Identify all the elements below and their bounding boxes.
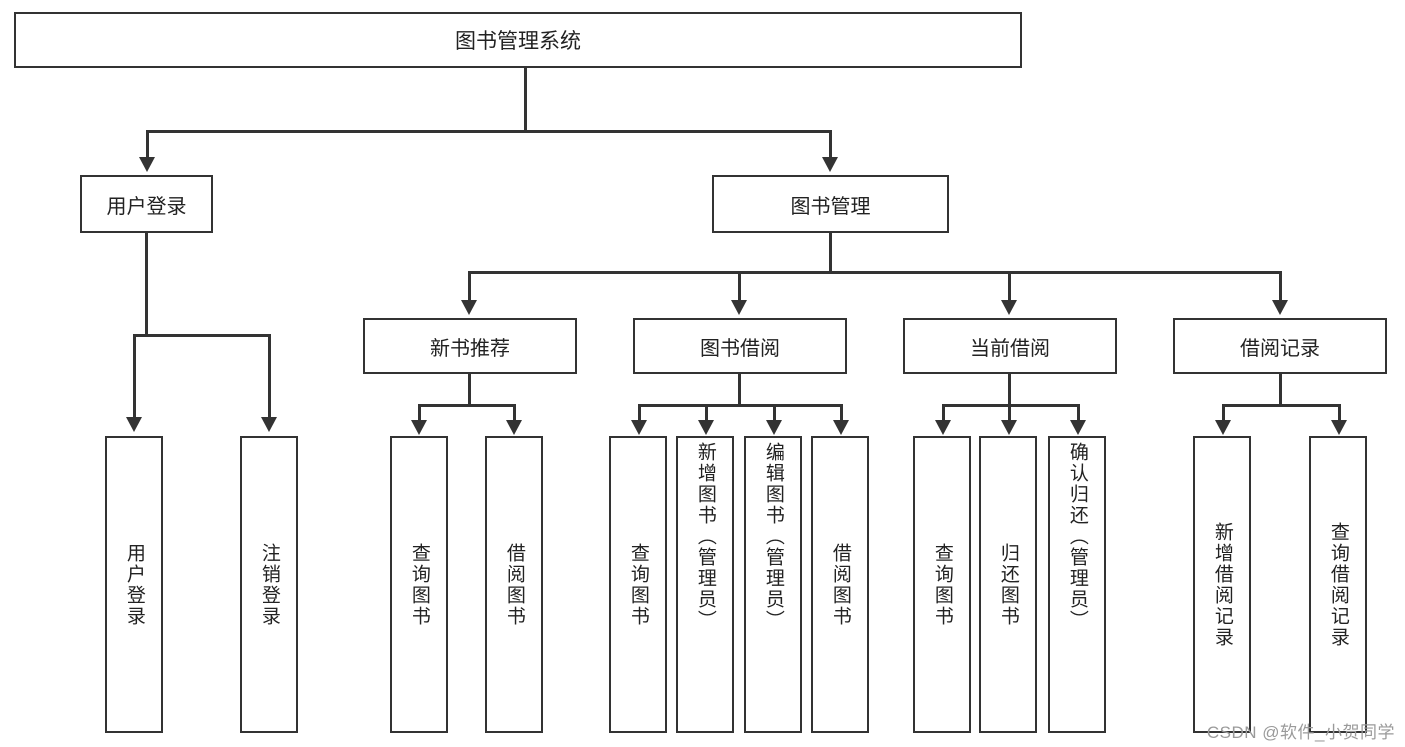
leaf-record-add-record[interactable]: 新增借阅记录	[1193, 436, 1251, 733]
arrowhead-borrow-leaf-1	[631, 420, 647, 435]
node-book-management[interactable]: 图书管理	[712, 175, 949, 233]
arrowhead-borrow-leaf-2	[698, 420, 714, 435]
connector-current-bar	[943, 404, 1080, 407]
csdn-watermark: CSDN @软件_小贺同学	[1206, 723, 1395, 742]
connector-user-bar	[134, 334, 271, 337]
node-label: 图书管理	[790, 195, 871, 218]
connector-root-bar	[146, 130, 832, 133]
arrowhead-books-l2-2	[731, 300, 747, 315]
leaf-current-query-book[interactable]: 查询图书	[913, 436, 971, 733]
connector-books-bar	[468, 271, 1282, 274]
connector-books-stem	[829, 233, 832, 273]
arrowhead-books-l2-1	[461, 300, 477, 315]
arrowhead-current-leaf-1	[935, 420, 951, 435]
arrowhead-current-leaf-3	[1070, 420, 1086, 435]
leaf-user-login[interactable]: 用户登录	[105, 436, 163, 733]
connector-record-leaf-2	[1338, 404, 1341, 422]
connector-borrow-leaf-1	[638, 404, 641, 422]
node-label: 查询图书	[627, 542, 649, 627]
connector-books-to-l2-4	[1279, 271, 1282, 301]
arrowhead-books-l2-3	[1001, 300, 1017, 315]
node-label: 借阅图书	[503, 542, 525, 627]
node-label: 借阅图书	[829, 542, 851, 627]
connector-root-stem	[524, 68, 527, 131]
node-borrow-record[interactable]: 借阅记录	[1173, 318, 1387, 374]
connector-borrow-bar	[639, 404, 842, 407]
connector-record-bar	[1223, 404, 1341, 407]
node-label: 新增图书（管理员）	[694, 442, 716, 631]
node-label: 借阅记录	[1240, 337, 1320, 360]
connector-current-leaf-1	[942, 404, 945, 422]
node-label: 查询图书	[931, 542, 953, 627]
node-label: 确认归还（管理员）	[1066, 442, 1088, 631]
leaf-user-logout[interactable]: 注销登录	[240, 436, 298, 733]
leaf-borrow-add-book-admin[interactable]: 新增图书（管理员）	[676, 436, 734, 733]
node-label: 编辑图书（管理员）	[762, 442, 784, 631]
node-label: 新书推荐	[430, 337, 510, 360]
node-label: 用户登录	[106, 195, 187, 218]
leaf-recommend-query-book[interactable]: 查询图书	[390, 436, 448, 733]
connector-record-stem	[1279, 374, 1282, 406]
node-label: 注销登录	[258, 542, 280, 627]
leaf-borrow-query-book[interactable]: 查询图书	[609, 436, 667, 733]
leaf-borrow-edit-book-admin[interactable]: 编辑图书（管理员）	[744, 436, 802, 733]
node-label: 当前借阅	[970, 337, 1050, 360]
connector-recommend-stem	[468, 374, 471, 406]
leaf-recommend-borrow-book[interactable]: 借阅图书	[485, 436, 543, 733]
node-label: 图书管理系统	[455, 30, 581, 53]
connector-borrow-leaf-4	[840, 404, 843, 422]
arrowhead-root-to-user	[139, 157, 155, 172]
node-label: 用户登录	[123, 542, 145, 627]
arrowhead-borrow-leaf-3	[766, 420, 782, 435]
node-label: 查询图书	[408, 542, 430, 627]
arrowhead-borrow-leaf-4	[833, 420, 849, 435]
leaf-record-query-record[interactable]: 查询借阅记录	[1309, 436, 1367, 733]
arrowhead-recommend-leaf-2	[506, 420, 522, 435]
connector-current-leaf-3	[1077, 404, 1080, 422]
leaf-current-confirm-return-admin[interactable]: 确认归还（管理员）	[1048, 436, 1106, 733]
node-book-borrow[interactable]: 图书借阅	[633, 318, 847, 374]
connector-borrow-leaf-2	[705, 404, 708, 422]
connector-current-leaf-2	[1008, 404, 1011, 422]
arrowhead-user-leaf-1	[126, 417, 142, 432]
arrowhead-root-to-books	[822, 157, 838, 172]
leaf-borrow-borrow-book[interactable]: 借阅图书	[811, 436, 869, 733]
leaf-current-return-book[interactable]: 归还图书	[979, 436, 1037, 733]
node-label: 图书借阅	[700, 337, 780, 360]
connector-recommend-leaf-2	[513, 404, 516, 422]
node-label: 归还图书	[997, 542, 1019, 627]
connector-record-leaf-1	[1222, 404, 1225, 422]
connector-books-to-l2-3	[1008, 271, 1011, 301]
arrowhead-user-leaf-2	[261, 417, 277, 432]
connector-books-to-l2-1	[468, 271, 471, 301]
node-current-borrow[interactable]: 当前借阅	[903, 318, 1117, 374]
connector-root-to-user	[146, 130, 149, 158]
node-label: 查询借阅记录	[1327, 521, 1349, 648]
node-new-book-recommend[interactable]: 新书推荐	[363, 318, 577, 374]
connector-user-to-leaf-2	[268, 334, 271, 418]
connector-recommend-leaf-1	[418, 404, 421, 422]
connector-books-to-l2-2	[738, 271, 741, 301]
connector-borrow-leaf-3	[773, 404, 776, 422]
arrowhead-record-leaf-1	[1215, 420, 1231, 435]
node-user-login[interactable]: 用户登录	[80, 175, 213, 233]
arrowhead-current-leaf-2	[1001, 420, 1017, 435]
connector-user-stem	[145, 233, 148, 336]
connector-borrow-stem	[738, 374, 741, 406]
arrowhead-books-l2-4	[1272, 300, 1288, 315]
node-root-system[interactable]: 图书管理系统	[14, 12, 1022, 68]
arrowhead-record-leaf-2	[1331, 420, 1347, 435]
node-label: 新增借阅记录	[1211, 521, 1233, 648]
arrowhead-recommend-leaf-1	[411, 420, 427, 435]
connector-root-to-books	[829, 130, 832, 158]
connector-user-to-leaf-1	[133, 334, 136, 418]
connector-current-stem	[1008, 374, 1011, 406]
connector-recommend-bar	[419, 404, 516, 407]
